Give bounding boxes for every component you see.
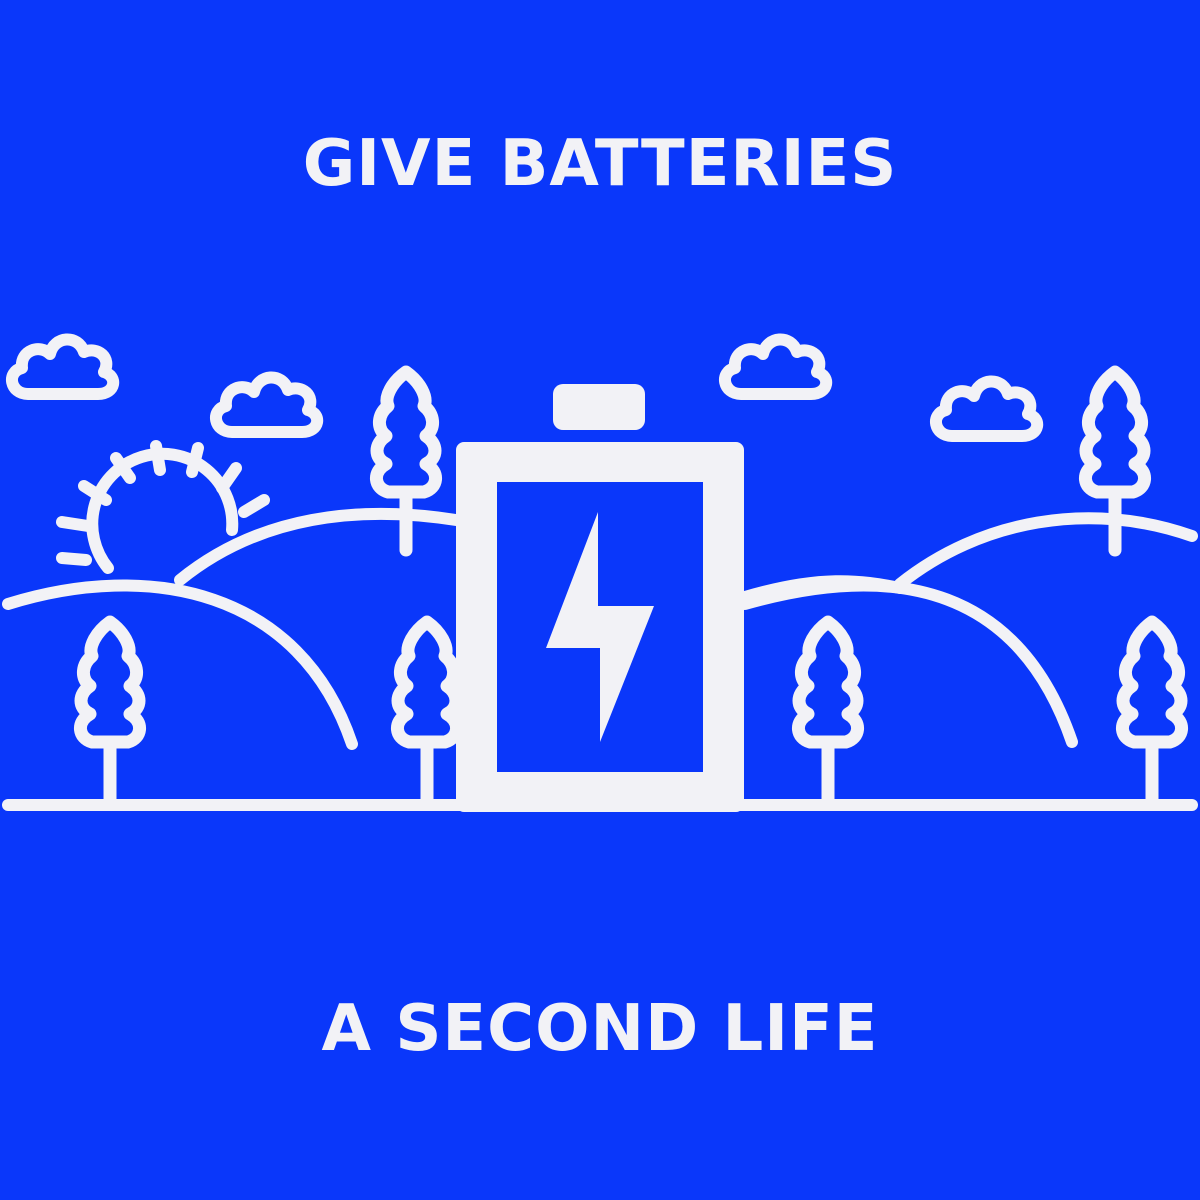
cloud-icon: [12, 339, 113, 394]
lightning-bolt-icon: [546, 512, 654, 742]
tree-icon: [376, 372, 435, 550]
headline-bottom: A SECOND LIFE: [321, 992, 879, 1066]
hill-icon: [2, 507, 1198, 750]
tree-icon: [1122, 622, 1181, 800]
cloud-icon: [936, 381, 1037, 436]
sun-icon: [56, 440, 270, 574]
tree-icon: [798, 622, 857, 800]
tree-icon: [397, 622, 456, 800]
cloud-icon: [216, 377, 317, 432]
cloud-icon: [725, 339, 826, 394]
tree-icon: [80, 622, 139, 800]
battery-icon: [456, 384, 744, 812]
headline-top: GIVE BATTERIES: [302, 127, 898, 201]
